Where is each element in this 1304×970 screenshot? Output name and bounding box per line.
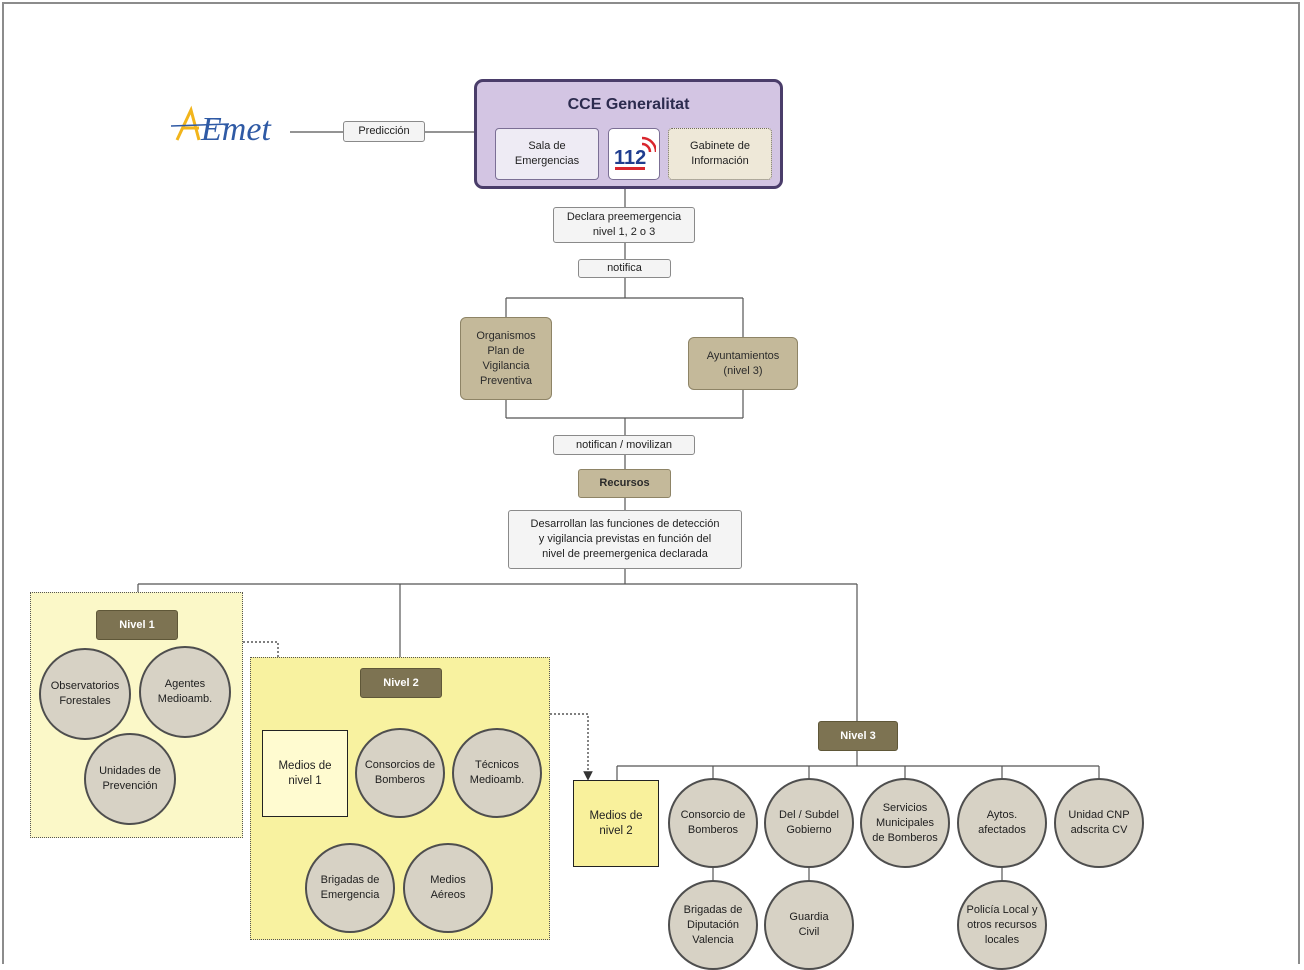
tecnicos-medioamb: Técnicos Medioamb. (452, 728, 542, 818)
cce-generalitat-box: CCE Generalitat Sala de Emergencias 112 … (474, 79, 783, 189)
brigadas-emergencia: Brigadas de Emergencia (305, 843, 395, 933)
aemet-logo-graphic: Emet (170, 105, 272, 148)
organismos-plan-vigilancia: Organismos Plan de Vigilancia Preventiva (460, 317, 552, 400)
gabinete-informacion: Gabinete de Información (668, 128, 772, 180)
unidades-prevencion: Unidades de Prevención (84, 733, 176, 825)
ayuntamientos-nivel3: Ayuntamientos (nivel 3) (688, 337, 798, 390)
medios-nivel1: Medios de nivel 1 (262, 730, 348, 817)
observatorios-forestales: Observatorios Forestales (39, 648, 131, 740)
cce-title: CCE Generalitat (567, 96, 690, 113)
medios-aereos: Medios Aéreos (403, 843, 493, 933)
notifican-movilizan-label: notifican / movilizan (553, 435, 695, 455)
brigadas-diputacion: Brigadas de Diputación Valencia (668, 880, 758, 970)
emergency-112-icon: 112 (608, 128, 660, 180)
aytos-afectados: Aytos. afectados (957, 778, 1047, 868)
svg-text:112: 112 (614, 147, 646, 169)
prediccion-label: Predicción (343, 121, 425, 142)
servicios-municipales-bomberos: Servicios Municipales de Bomberos (860, 778, 950, 868)
nivel1-header: Nivel 1 (96, 610, 178, 640)
svg-text:Emet: Emet (200, 111, 272, 148)
recursos-box: Recursos (578, 469, 671, 498)
medios-nivel2: Medios de nivel 2 (573, 780, 659, 867)
policia-local: Policía Local y otros recursos locales (957, 880, 1047, 970)
nivel3-header: Nivel 3 (818, 721, 898, 751)
del-subdel-gobierno: Del / Subdel Gobierno (764, 778, 854, 868)
guardia-civil: Guardia Civil (764, 880, 854, 970)
sala-emergencias: Sala de Emergencias (495, 128, 599, 180)
consorcio-bomberos: Consorcio de Bomberos (668, 778, 758, 868)
declara-preemergencia: Declara preemergencia nivel 1, 2 o 3 (553, 207, 695, 243)
notifica-label: notifica (578, 259, 671, 278)
desarrollan-funciones: Desarrollan las funciones de detección y… (508, 510, 742, 569)
unidad-cnp: Unidad CNP adscrita CV (1054, 778, 1144, 868)
nivel2-header: Nivel 2 (360, 668, 442, 698)
agentes-medioamb: Agentes Medioamb. (139, 646, 231, 738)
aemet-logo: Emet (169, 102, 299, 164)
consorcios-bomberos: Consorcios de Bomberos (355, 728, 445, 818)
